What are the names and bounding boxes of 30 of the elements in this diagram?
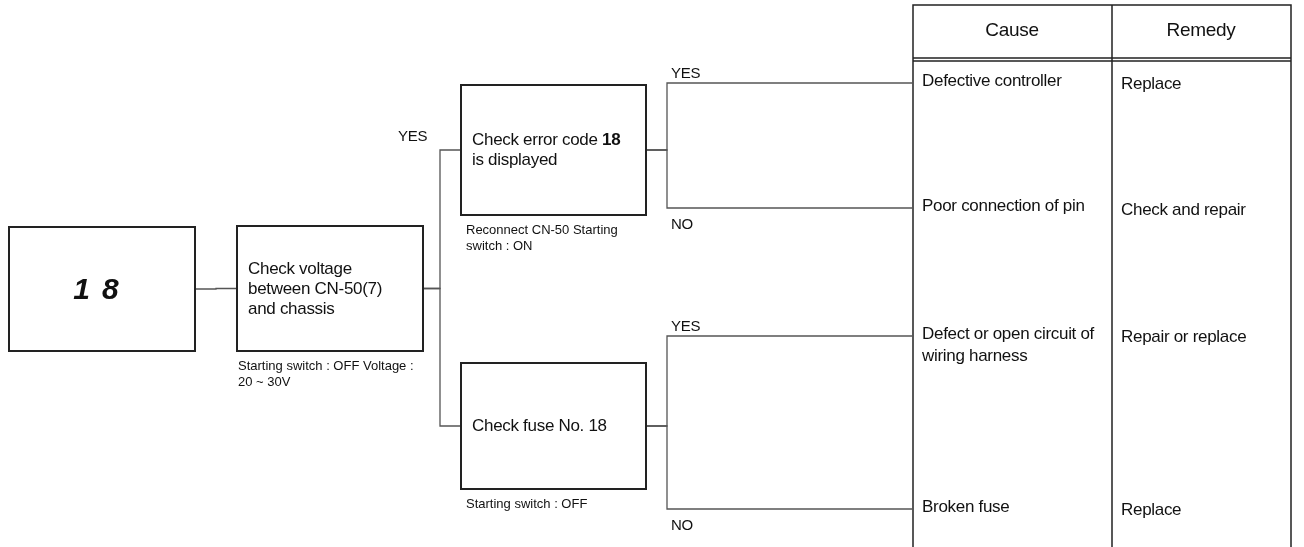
step-text: Check error code 18 is displayed [471, 130, 622, 170]
error-code-readout: 18 [72, 279, 132, 299]
process-box [460, 84, 647, 216]
edge-label: NO [670, 517, 694, 533]
edge-label: NO [670, 216, 694, 232]
remedy-text: Check and repair [1121, 200, 1246, 220]
connector-line [195, 287, 237, 290]
condition-note: Starting switch : OFF [466, 496, 589, 512]
connector-line [423, 287, 461, 427]
connector-line [646, 425, 914, 510]
condition-note: Starting switch : OFF Voltage : 20 ~ 30V [238, 358, 415, 390]
edge-label: YES [397, 128, 429, 144]
process-box [236, 225, 424, 352]
remedy-text: Replace [1121, 74, 1182, 94]
process-box [460, 362, 647, 490]
cause-text: Poor connection of pin [913, 195, 1112, 245]
column-header: Remedy [1166, 20, 1236, 40]
edge-label: YES [670, 318, 702, 334]
condition-note: Reconnect CN-50 Starting switch : ON [466, 222, 619, 254]
connector-line [646, 149, 914, 209]
cause-text: Defective controller [913, 70, 1112, 120]
remedy-text: Replace [1121, 500, 1182, 520]
column-header: Cause [985, 20, 1039, 40]
remedy-text: Repair or replace [1121, 327, 1247, 347]
cause-text: Defect or open circuit of wiring harness [913, 323, 1112, 397]
edge-label: YES [670, 65, 702, 81]
cause-text: Broken fuse [913, 496, 1112, 524]
step-text: Check fuse No. 18 [471, 416, 608, 436]
step-text: Check voltage between CN-50(7) and chassis [247, 258, 384, 319]
display-panel [8, 226, 196, 352]
